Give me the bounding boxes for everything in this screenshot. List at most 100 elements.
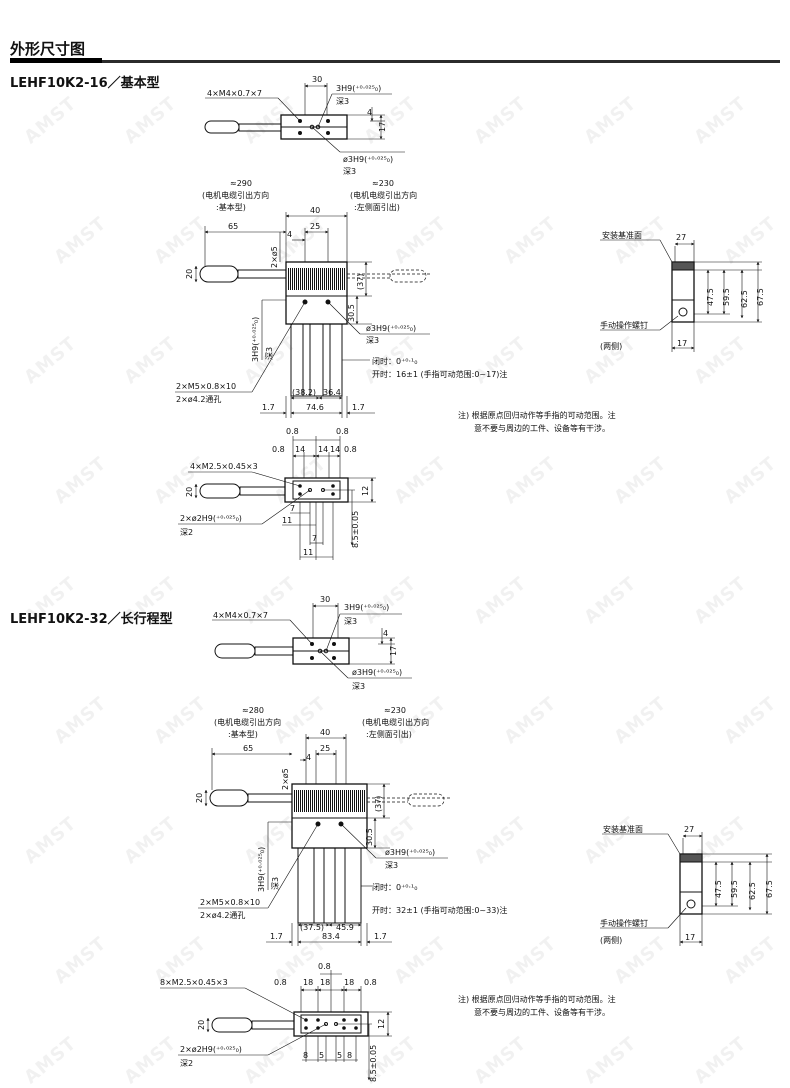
front-view-long-labels: ≈280 (电机电缆引出方向 :基本型) ≈230 (电机电缆引出方向 :左侧面… [195,706,507,941]
screw-label: 手动操作螺钉 [600,320,648,330]
dim-30: 30 [312,75,322,84]
front-view-basic-labels: ≈290 (电机电缆引出方向 :基本型) ≈230 (电机电缆引出方向 :左侧面… [176,179,507,412]
dim-4: 4 [367,108,372,117]
dim-20: 20 [185,487,194,497]
side-pin-label: 3H9(⁺⁰·⁰²⁵₀) [257,847,266,892]
dim-37: (37) [374,796,383,812]
side-view-long [600,832,772,946]
title-rule-accent [10,58,102,63]
pin-label: ø3H9(⁺⁰·⁰²⁵₀) [385,848,435,857]
dim-2x5: 2×ø5 [281,768,290,790]
dim-8a: 8 [303,1051,308,1060]
dim-0-8a: 0.8 [286,427,299,436]
side-depth-label: 深3 [265,347,274,360]
dim-20: 20 [185,269,194,279]
dim-47-5: 47.5 [714,880,723,898]
dim-20: 20 [197,1020,206,1030]
title-rule [10,60,780,63]
section-title: 外形尺寸图 [10,40,86,58]
pin-top-label: 3H9(⁺⁰·⁰²⁵₀) [336,84,381,93]
dim-59-5: 59.5 [730,880,739,898]
dim-27: 27 [684,825,694,834]
top-view-long [212,603,412,679]
mount-ref: 安装基准面 [602,230,642,240]
model-long-drawings: 30 4×M4×0.7×7 3H9(⁺⁰·⁰²⁵₀) 深3 4 17 ø3H9(… [160,595,774,1082]
dim-1-7b: 1.7 [352,403,365,412]
dim-37-5: (37.5) [300,923,324,932]
dim-17: 17 [378,122,387,132]
top-view-basic-labels: 30 4×M4×0.7×7 3H9(⁺⁰·⁰²⁵₀) 深3 4 17 ø3H9(… [207,75,393,176]
dim-65: 65 [228,222,238,231]
dim-67-5: 67.5 [756,288,765,306]
dim-30-5: 30.5 [347,304,356,322]
side-view-basic [600,239,762,352]
dim-27: 27 [676,233,686,242]
tap-label: 2×M5×0.8×10 [200,898,260,907]
dim-25: 25 [310,222,320,231]
cable-basic-line1: (电机电缆引出方向 [202,190,269,200]
dim-20: 20 [195,793,204,803]
note-line2: 意不要与周边的工件、设备等有干涉。 [474,423,610,433]
dim-2x5: 2×ø5 [270,246,279,268]
pin-top-label: 3H9(⁺⁰·⁰²⁵₀) [344,603,389,612]
dim-83-4: 83.4 [322,932,340,941]
dim-74-6: 74.6 [306,403,324,412]
dim-1-7a: 1.7 [262,403,275,412]
dim-12: 12 [361,486,370,496]
pin-depth-label: 深3 [385,861,398,870]
note-line1: 注) 根据原点回归动作等手指的可动范围。注 [458,410,616,420]
dim-17: 17 [677,339,687,348]
both-sides-label: (两侧) [600,935,622,945]
bottom-view-long [160,970,392,1081]
dim-40: 40 [320,728,330,737]
pin-label: ø3H9(⁺⁰·⁰²⁵₀) [366,324,416,333]
dim-5a: 5 [319,1051,324,1060]
pin-label: 2×ø2H9(⁺⁰·⁰²⁵₀) [180,1045,242,1054]
dim-7b: 7 [312,534,317,543]
model-title-basic: LEHF10K2-16／基本型 [10,76,160,91]
bottom-view-basic [178,436,376,560]
depth-label: 深2 [180,528,193,537]
dim-7a: 7 [290,504,295,513]
dim-1-7a: 1.7 [270,932,283,941]
dim-0-8b: 0.8 [364,978,377,987]
closed-label: 闭时：0⁺⁰·¹₀ [372,882,417,892]
dim-30: 30 [320,595,330,604]
model-basic-drawings: 30 4×M4×0.7×7 3H9(⁺⁰·⁰²⁵₀) 深3 4 17 ø3H9(… [175,75,765,560]
dim-18b: 18 [320,978,330,987]
depth-top-label: 深3 [336,97,349,106]
screw-label: 手动操作螺钉 [600,918,648,928]
cable-left-len: ≈230 [384,706,406,715]
side-depth-label: 深3 [271,877,280,890]
dim-38-2: (38.2) [292,388,316,397]
cable-left-line2: :左侧面引出) [366,729,412,739]
dim-67-5: 67.5 [765,880,774,898]
dim-5b: 5 [337,1051,342,1060]
front-view-long [198,734,450,946]
dim-18a: 18 [303,978,313,987]
bottom-view-basic-labels: 0.8 0.8 0.8 14 14 14 0.8 4×M2.5×0.45×3 2… [180,427,370,557]
cable-basic-line2: :基本型) [228,729,258,739]
open-label: 开时：16±1 (手指可动范围:0~17)注 [372,369,507,379]
tap-label: 4×M4×0.7×7 [207,89,262,98]
model-title-long: LEHF10K2-32／长行程型 [10,612,173,627]
dim-11a: 11 [282,516,292,525]
dim-18c: 18 [344,978,354,987]
cable-left-len: ≈230 [372,179,394,188]
dim-1-7b: 1.7 [374,932,387,941]
tap-label: 4×M4×0.7×7 [213,611,268,620]
pin-label: 2×ø2H9(⁺⁰·⁰²⁵₀) [180,514,242,523]
cable-left-line1: (电机电缆引出方向 [362,717,429,727]
cable-basic-line2: :基本型) [216,202,246,212]
dim-17: 17 [685,933,695,942]
dim-8b: 8 [347,1051,352,1060]
through-label: 2×ø4.2通孔 [200,910,245,920]
dim-11b: 11 [303,548,313,557]
side-view-basic-labels: 安装基准面 27 47.5 59.5 62.5 67.5 手动操作螺钉 (两侧)… [600,230,765,351]
cable-left-line2: :左侧面引出) [354,202,400,212]
top-view-long-labels: 30 4×M4×0.7×7 3H9(⁺⁰·⁰²⁵₀) 深3 4 17 ø3H9(… [213,595,402,691]
tap-label: 4×M2.5×0.45×3 [190,462,258,471]
side-pin-label: 3H9(⁺⁰·⁰²⁵₀) [251,317,260,362]
dim-0-8-top: 0.8 [318,962,331,971]
